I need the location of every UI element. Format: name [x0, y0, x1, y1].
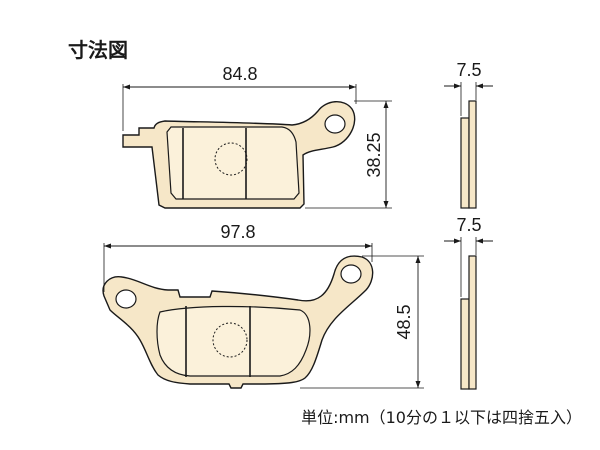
pad-2-thickness-label: 7.5 — [456, 215, 481, 235]
pad-2-side-plate — [468, 255, 477, 390]
pad-2-side-view — [460, 255, 477, 390]
pad-1-friction-material — [166, 126, 300, 200]
pad-2-height-label: 48.5 — [394, 304, 414, 339]
pad-1-mount-hole — [324, 114, 346, 134]
pad-2-front-view — [102, 255, 374, 389]
pad-2-friction-material — [156, 305, 311, 377]
pad-1-height-dimension: 38.25 — [305, 100, 392, 209]
pad-1-side-friction — [460, 117, 470, 209]
pad-2-height-dimension: 48.5 — [300, 255, 424, 389]
pad-1-side-view — [460, 100, 477, 209]
pad-1-thickness-dimension: 7.5 — [444, 60, 493, 116]
pad-2-piston-circle — [212, 322, 248, 358]
unit-note: 単位:mm（10分の１以下は四捨五入） — [301, 408, 582, 427]
pad-1-piston-circle — [214, 142, 248, 176]
pad-2-thickness-dimension: 7.5 — [444, 215, 493, 297]
page-title: 寸法図 — [68, 38, 128, 62]
pad-2-mount-hole-right — [340, 264, 362, 284]
pad-1-height-label: 38.25 — [364, 132, 384, 177]
pad-1-side-plate — [468, 100, 477, 209]
pad-1-length-dimension: 84.8 — [122, 64, 357, 131]
pad-2-mount-hole-left — [115, 289, 137, 309]
pad-1-front-view — [122, 101, 356, 209]
pad-2-side-friction — [460, 298, 470, 390]
pad-2-length-label: 97.8 — [220, 222, 255, 242]
pad-2-length-dimension: 97.8 — [103, 222, 373, 292]
pad-1-length-label: 84.8 — [222, 64, 257, 84]
pad-1-thickness-label: 7.5 — [456, 60, 481, 80]
